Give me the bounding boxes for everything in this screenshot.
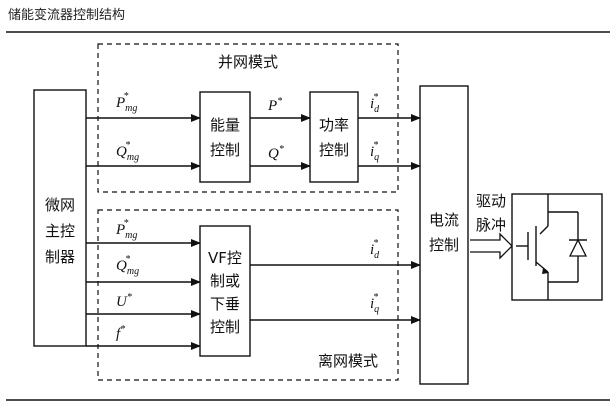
current-control-line-1: 电流 [429,211,459,229]
main-controller-line-3: 制器 [45,248,75,266]
label-p-ref: P* [267,96,282,114]
energy-control-block [199,91,251,183]
label-qmg-offgrid: Qmg* [116,254,139,277]
grid-mode-label: 并网模式 [218,53,278,71]
current-control-line-2: 控制 [429,236,459,254]
label-id-offgrid: id* [370,238,380,261]
vf-control-line-3: 下垂 [210,295,240,313]
energy-control-line-1: 能量 [210,116,240,134]
vf-control-line-4: 控制 [210,318,240,336]
main-controller-line-1: 微网 [45,196,75,214]
power-control-block [309,91,359,183]
label-id-grid: id* [370,92,380,115]
drive-pulse-line-2: 脉冲 [476,216,506,234]
current-control-block [419,85,469,385]
drive-arrow [470,232,513,260]
vf-control-line-2: 制或 [210,272,240,290]
label-iq-grid: iq* [370,140,379,163]
offgrid-mode-label: 离网模式 [318,352,378,370]
vf-control-block [199,225,251,357]
label-u-ref: U* [116,292,132,310]
main-controller-block [33,89,87,347]
label-f-ref: f* [116,324,125,342]
label-pmg-offgrid: Pmg* [115,218,137,241]
main-controller-line-2: 主控 [45,222,75,240]
power-control-line-2: 控制 [319,141,349,159]
label-iq-offgrid: iq* [370,292,379,315]
label-q-ref: Q* [268,144,284,162]
power-control-line-1: 功率 [319,116,349,134]
drive-pulse-line-1: 驱动 [476,192,506,210]
energy-control-line-2: 控制 [210,141,240,159]
offgrid-region [97,209,399,381]
label-pmg-grid: Pmg* [115,91,137,114]
label-qmg-grid: Qmg* [116,140,139,163]
igbt-diode-icon [511,193,603,301]
vf-control-line-1: VF控 [208,249,242,267]
page-title: 储能变流器控制结构 [8,8,126,23]
